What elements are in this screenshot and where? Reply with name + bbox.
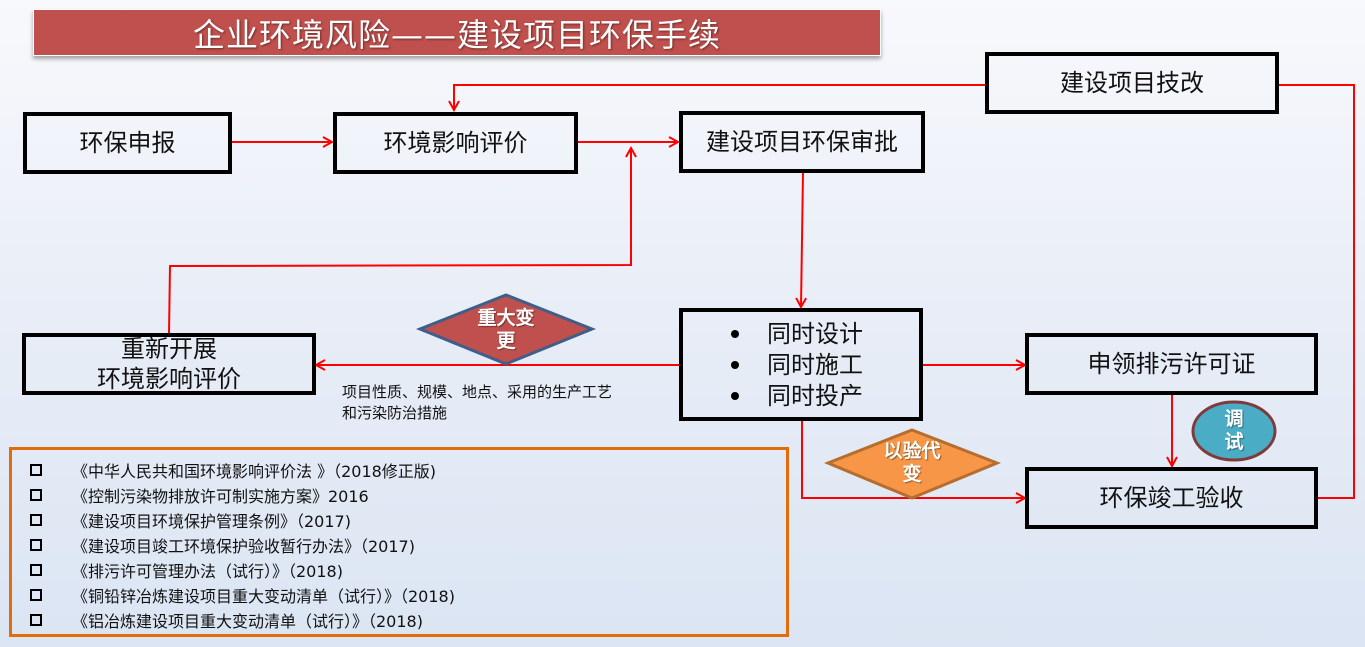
accept-instead-diamond	[824, 428, 1002, 500]
line-acceptance-to-tech	[1279, 84, 1355, 499]
node-redo-eia-line1: 重新开展	[121, 335, 217, 363]
arrow-approval-to-three	[801, 171, 803, 307]
node-redo-eia: 重新开展 环境影响评价	[22, 333, 316, 395]
node-approval: 建设项目环保审批	[679, 111, 925, 173]
debug-label: 调 试	[1214, 408, 1254, 454]
major-change-line2: 更	[496, 330, 516, 352]
note-line1: 项目性质、规模、地点、采用的生产工艺	[342, 383, 613, 401]
reference-text: 《排污许可管理办法（试行）》（2018)	[72, 561, 343, 581]
accept-instead-line1: 以验代	[883, 440, 941, 462]
bullet-dot-icon	[731, 360, 739, 369]
node-acceptance-label: 环保竣工验收	[1099, 484, 1244, 512]
reference-text: 《建设项目环境保护管理条例》（2017)	[72, 511, 351, 531]
node-tech-upgrade: 建设项目技改	[985, 52, 1279, 114]
node-approval-label: 建设项目环保审批	[706, 128, 898, 156]
accept-instead-line2: 变	[902, 463, 922, 485]
note-line2: 和污染防治措施	[342, 404, 448, 422]
node-eia-label: 环境影响评价	[383, 129, 528, 157]
node-eia: 环境影响评价	[333, 112, 578, 174]
bullet-text: 同时投产	[767, 381, 863, 410]
debug-line1: 调	[1224, 408, 1244, 430]
node-declare: 环保申报	[23, 112, 232, 174]
reference-text: 《铜铅锌冶炼建设项目重大变动清单（试行）》（2018)	[72, 586, 455, 606]
node-discharge-permit-label: 申领排污许可证	[1087, 350, 1256, 378]
square-bullet-icon	[30, 488, 42, 501]
node-declare-label: 环保申报	[79, 129, 176, 157]
reference-item: 《控制污染物排放许可制实施方案》2016	[22, 482, 786, 507]
node-redo-eia-line2: 环境影响评价	[97, 365, 241, 393]
bullet-text: 同时施工	[767, 350, 863, 379]
bullet-dot-icon	[731, 391, 739, 400]
node-discharge-permit: 申领排污许可证	[1025, 333, 1318, 395]
node-acceptance: 环保竣工验收	[1025, 467, 1318, 529]
arrow-three-to-acceptance	[801, 420, 1025, 498]
bullet-item: 同时投产	[731, 380, 863, 411]
reference-item: 《中华人民共和国环境影响评价法 》（2018修正版)	[22, 457, 786, 482]
arrow-redo-to-approval	[168, 148, 631, 335]
page-title: 企业环境风险——建设项目环保手续	[33, 9, 881, 56]
arrow-tech-to-eia	[454, 84, 986, 110]
square-bullet-icon	[30, 463, 42, 476]
major-change-diamond	[415, 293, 597, 366]
square-bullet-icon	[30, 563, 42, 576]
bullet-item: 同时施工	[731, 349, 863, 380]
major-change-label: 重大变 更	[466, 307, 546, 353]
reference-item: 《建设项目环境保护管理条例》（2017)	[22, 507, 786, 532]
bullet-dot-icon	[731, 329, 739, 338]
reference-text: 《铝冶炼建设项目重大变动清单（试行）》（2018)	[72, 611, 423, 631]
bullet-text: 同时设计	[767, 319, 863, 348]
references-box: 《中华人民共和国环境影响评价法 》（2018修正版) 《控制污染物排放许可制实施…	[9, 447, 789, 637]
reference-text: 《控制污染物排放许可制实施方案》2016	[72, 486, 369, 506]
square-bullet-icon	[30, 538, 42, 551]
square-bullet-icon	[30, 513, 42, 526]
major-change-note: 项目性质、规模、地点、采用的生产工艺 和污染防治措施	[342, 382, 612, 424]
reference-item: 《铝冶炼建设项目重大变动清单（试行）》（2018)	[22, 607, 786, 632]
node-three-simultaneous: 同时设计 同时施工 同时投产	[679, 308, 923, 421]
reference-text: 《建设项目竣工环境保护验收暂行办法》（2017)	[72, 536, 415, 556]
accept-instead-label: 以验代 变	[872, 440, 952, 486]
reference-text: 《中华人民共和国环境影响评价法 》（2018修正版)	[72, 461, 437, 481]
debug-line2: 试	[1224, 431, 1244, 453]
reference-item: 《建设项目竣工环境保护验收暂行办法》（2017)	[22, 532, 786, 557]
debug-ellipse	[1191, 400, 1277, 462]
bullet-item: 同时设计	[731, 318, 863, 349]
reference-item: 《铜铅锌冶炼建设项目重大变动清单（试行）》（2018)	[22, 582, 786, 607]
major-change-line1: 重大变	[477, 307, 535, 329]
node-tech-upgrade-label: 建设项目技改	[1060, 69, 1204, 97]
square-bullet-icon	[30, 613, 42, 626]
reference-item: 《排污许可管理办法（试行）》（2018)	[22, 557, 786, 582]
square-bullet-icon	[30, 588, 42, 601]
